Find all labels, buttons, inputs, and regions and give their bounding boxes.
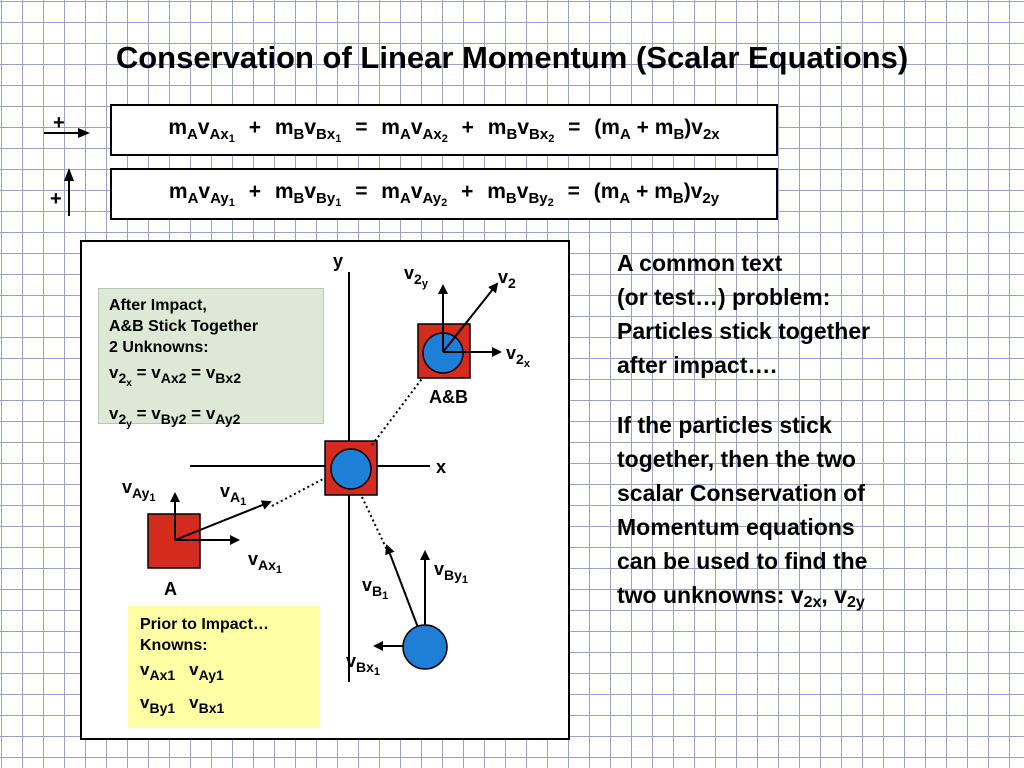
vA1-arrow (174, 500, 272, 541)
page-title: Conservation of Linear Momentum (Scalar … (115, 40, 909, 75)
para2-line6: two unknowns: v2x, v2y (617, 582, 865, 611)
para1-line2: (or test…) problem: (617, 284, 831, 310)
para2-line1: If the particles stick (617, 412, 832, 438)
arrow-right-icon (44, 128, 90, 138)
para1-line4: after impact…. (617, 352, 777, 378)
impact-particle (330, 448, 372, 490)
equation-x-box: mAvAx1 + mBvBx1 = mAvAx2 + mBvBx2 = (mA … (110, 104, 778, 156)
equation-y-box: mAvAy1 + mBvBy1 = mAvAy2 + mBvBy2 = (mA … (110, 168, 778, 220)
collision-diagram: y x v2y v2 v2x A&B vAy1 vA1 vAx1 A vBy1 … (80, 240, 570, 740)
v2x-label: v2x (506, 343, 530, 370)
path-AB (371, 371, 428, 446)
para2-line4: Momentum equations (617, 514, 855, 540)
sign-plus-x: + (53, 112, 65, 134)
para2-line3: scalar Conservation of (617, 480, 865, 506)
equation-y: mAvAy1 + mBvBy1 = mAvAy2 + mBvBy2 = (mA … (168, 179, 720, 209)
v2y-unknown-equation: v2y = vBy2 = vAy2 (109, 404, 241, 430)
vB1-label: vB1 (362, 575, 389, 602)
para2-line5: can be used to find the (617, 548, 868, 574)
arrow-up-icon (64, 168, 74, 216)
v2-label: v2 (498, 267, 516, 291)
v2-arrow (442, 282, 499, 353)
para1-line1: A common text (617, 250, 783, 276)
vBy1-label: vBy1 (434, 559, 469, 586)
vAy1-label: vAy1 (122, 477, 156, 504)
v2x-unknown-equation: v2x = vAx2 = vBx2 (109, 363, 241, 389)
block-AB-label: A&B (429, 387, 468, 407)
equation-x: mAvAx1 + mBvBx1 = mAvAx2 + mBvBx2 = (mA … (168, 115, 720, 145)
diagram-art (147, 272, 502, 682)
prior-impact-line2: Knowns: (140, 637, 208, 654)
vBx1-label: vBx1 (346, 651, 381, 678)
after-impact-line3: 2 Unknowns: (109, 339, 209, 356)
para1-line3: Particles stick together (617, 318, 871, 344)
after-impact-line2: A&B Stick Together (109, 318, 259, 335)
sign-plus-y: + (50, 188, 62, 210)
block-A-label: A (164, 579, 177, 599)
after-impact-line1: After Impact, (109, 297, 207, 314)
y-axis-label: y (333, 251, 344, 271)
solution-description: If the particles stick together, then th… (617, 408, 957, 620)
path-A (271, 477, 326, 507)
x-axis-label: x (436, 457, 447, 477)
path-B (361, 496, 389, 553)
vAx1-label: vAx1 (248, 549, 283, 576)
vA1-label: vA1 (220, 481, 247, 508)
particle-B (402, 624, 448, 670)
prior-impact-line1: Prior to Impact… (140, 616, 269, 633)
para2-line2: together, then the two (617, 446, 856, 472)
after-impact-box: After Impact, A&B Stick Together 2 Unkno… (98, 288, 324, 430)
v2y-label: v2y (404, 263, 428, 290)
problem-description: A common text (or test…) problem: Partic… (617, 246, 957, 382)
